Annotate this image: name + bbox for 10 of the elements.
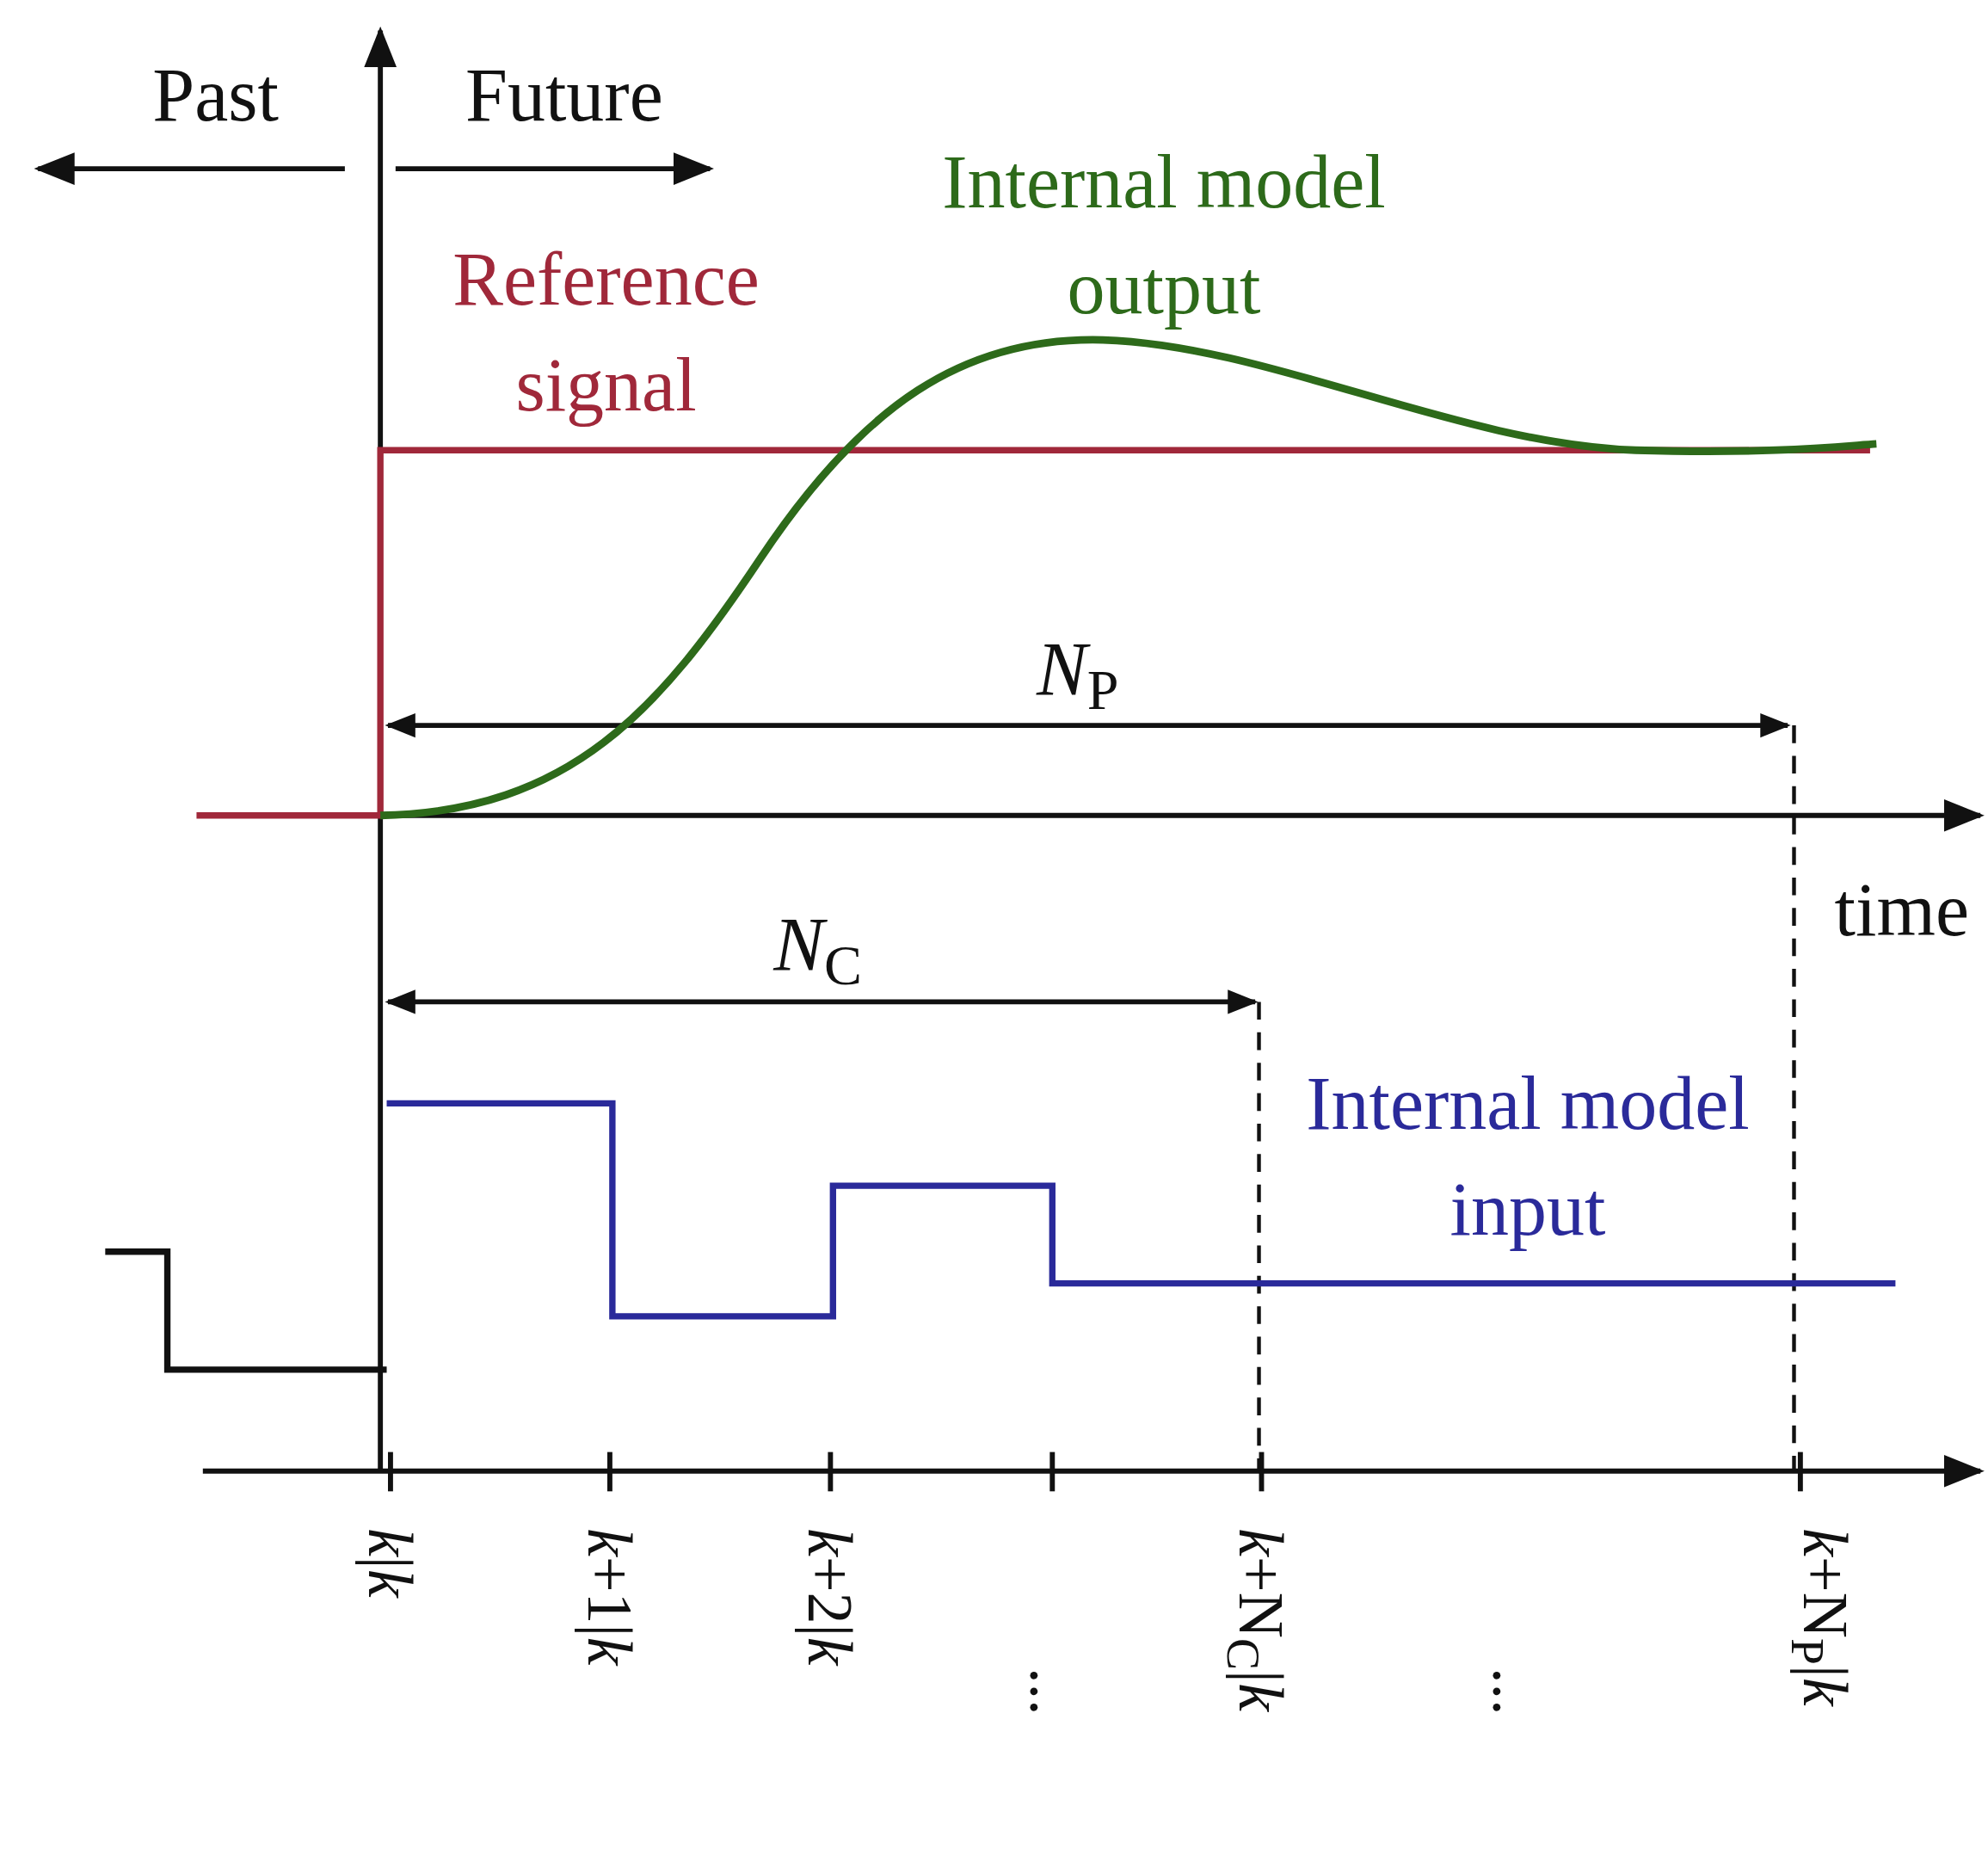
curve-label: Reference signal [452, 236, 760, 429]
direction-label: Past [152, 52, 279, 139]
horizon-label: N$_{C}$ [773, 902, 862, 998]
ellipsis: ... [1483, 1667, 1548, 1716]
direction-label: Future [465, 52, 663, 139]
ellipsis: ... [1020, 1667, 1085, 1716]
curve-label: Internal model output [941, 139, 1387, 331]
curve-label: Internal model input [1305, 1060, 1751, 1254]
axis-label: time [1834, 867, 1969, 954]
horizon-label: N$_{P}$ [1037, 626, 1119, 723]
